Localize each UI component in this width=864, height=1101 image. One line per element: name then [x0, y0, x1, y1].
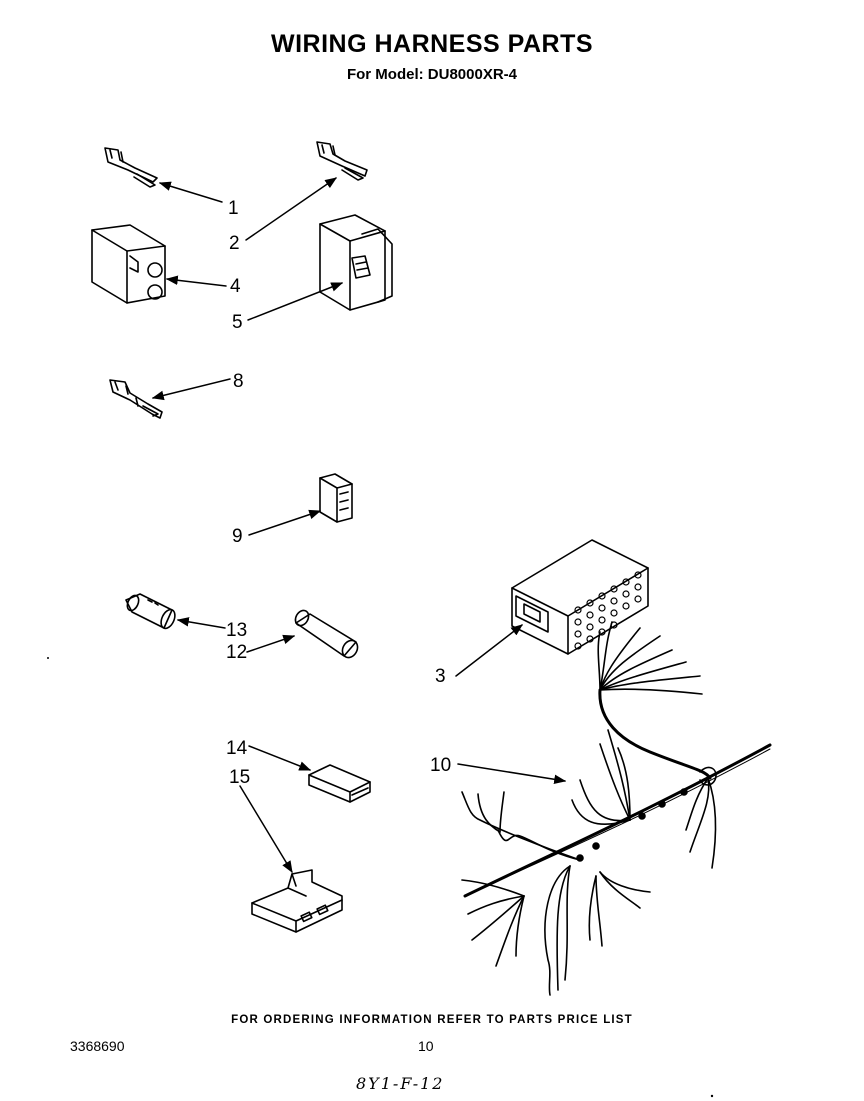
stray-dot: [710, 1094, 714, 1098]
connector-part-15: [251, 869, 343, 933]
arrow-2: [245, 177, 337, 241]
harness-part-10: [461, 621, 772, 996]
page-title: WIRING HARNESS PARTS: [270, 30, 594, 58]
arrow-3: [455, 624, 523, 677]
ordering-note: FOR ORDERING INFORMATION REFER TO PARTS …: [231, 1014, 633, 1026]
callout-8: 8: [233, 371, 244, 392]
housing-part-4: [91, 224, 166, 304]
callout-15: 15: [229, 767, 250, 788]
model-subtitle: For Model: DU8000XR-4: [346, 66, 518, 83]
callout-13: 13: [226, 620, 247, 641]
block-part-3: [511, 539, 649, 655]
callout-3: 3: [435, 666, 446, 687]
block-part-9: [319, 473, 353, 523]
callout-10: 10: [430, 755, 451, 776]
callout-5: 5: [232, 312, 243, 333]
arrow-13: [176, 617, 226, 629]
handwritten-note: 8Y1-F-12: [356, 1074, 445, 1093]
arrow-4: [165, 275, 227, 287]
arrow-14: [248, 745, 312, 771]
arrow-1: [158, 181, 223, 203]
terminal-part-1: [104, 147, 158, 188]
housing-part-5: [319, 214, 393, 311]
callout-14: 14: [226, 738, 248, 759]
page-number: 10: [418, 1038, 434, 1054]
terminal-part-8: [109, 379, 163, 419]
stray-dot: [47, 657, 49, 659]
callout-9: 9: [232, 526, 243, 547]
arrow-12: [246, 634, 296, 653]
sleeve-part-12: [294, 609, 359, 659]
leader-arrows: [151, 177, 567, 874]
connector-part-14: [308, 764, 371, 803]
terminal-part-2: [316, 141, 368, 181]
arrow-8: [151, 378, 231, 401]
callout-1: 1: [228, 198, 239, 219]
callout-4: 4: [230, 276, 241, 297]
callout-2: 2: [229, 233, 240, 254]
cap-part-13: [125, 593, 176, 630]
callout-12: 12: [226, 642, 247, 663]
arrow-9: [248, 509, 322, 536]
document-number: 3368690: [70, 1038, 125, 1054]
arrow-10: [457, 763, 567, 785]
arrow-5: [247, 282, 344, 321]
arrow-15: [239, 785, 293, 874]
